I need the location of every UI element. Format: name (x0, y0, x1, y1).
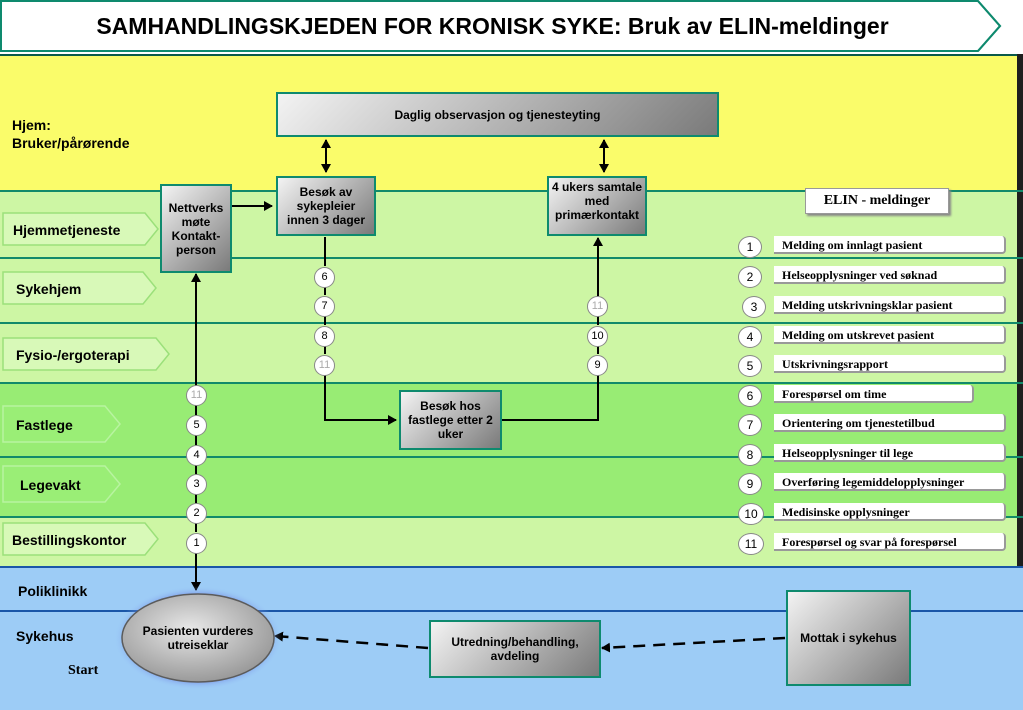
lane-label-home-service: Hjemmetjeneste (13, 222, 121, 238)
elin-message-number: 10 (738, 503, 764, 525)
elin-message-number: 4 (738, 326, 762, 348)
flow-number: 9 (587, 355, 608, 376)
patient-ellipse (121, 593, 275, 683)
flow-number: 7 (314, 296, 335, 317)
elin-message-number: 6 (738, 385, 762, 407)
flow-number: 5 (186, 415, 207, 436)
lane-label-emergency: Legevakt (20, 477, 81, 493)
lane-divider (0, 516, 1023, 518)
home-label-line1: Hjem: (12, 117, 51, 133)
elin-message-number: 5 (738, 355, 762, 377)
flow-number: 11 (587, 296, 608, 317)
followup-box: 4 ukers samtale med primærkontakt (547, 176, 647, 236)
elin-legend-title: ELIN - meldinger (805, 188, 949, 214)
daily-observation-box: Daglig observasjon og tjenesteyting (276, 92, 719, 137)
flow-number: 3 (186, 474, 207, 495)
elin-message-number: 1 (738, 236, 762, 258)
elin-message-number: 8 (738, 444, 762, 466)
lane-divider (0, 190, 1023, 192)
lane-divider (0, 382, 1023, 384)
right-border (1017, 54, 1023, 566)
lane-label-outpatient: Poliklinikk (18, 583, 88, 599)
lane-divider (0, 456, 1023, 458)
elin-message-label: Melding om utskrevet pasient (774, 326, 1006, 344)
lane-chevron (2, 271, 157, 305)
flow-connectors (191, 139, 609, 591)
gp-visit-box: Besøk hos fastlege etter 2 uker (399, 390, 502, 450)
flow-number: 6 (314, 267, 335, 288)
reception-box: Mottak i sykehus (786, 590, 911, 686)
flow-number: 2 (186, 503, 207, 524)
lane-label-physio: Fysio-/ergoterapi (16, 347, 130, 363)
elin-message-number: 3 (742, 296, 766, 318)
elin-message-label: Utskrivningsrapport (774, 355, 1006, 373)
elin-message-number: 7 (738, 414, 762, 436)
elin-message-label: Helseopplysninger ved søknad (774, 266, 1006, 284)
elin-message-number: 11 (738, 533, 764, 555)
lane-divider (0, 257, 1023, 259)
flow-number: 1 (186, 533, 207, 554)
elin-message-label: Forespørsel om time (774, 385, 974, 403)
lane-chevron (2, 522, 159, 556)
flow-number: 11 (314, 355, 335, 376)
lane-divider (0, 322, 1023, 324)
lane-chevron (2, 465, 121, 503)
elin-message-label: Melding om innlagt pasient (774, 236, 1006, 254)
home-label: Hjem: Bruker/pårørende (12, 116, 129, 152)
elin-message-label: Melding utskrivningsklar pasient (774, 296, 1006, 314)
elin-message-label: Medisinske opplysninger (774, 503, 1006, 521)
network-meeting-box: Nettverks møte Kontakt-person (160, 184, 232, 273)
patient-label: Pasienten vurderes utreiseklar (142, 624, 254, 652)
lane-chevron (2, 405, 121, 443)
lane-label-nursing-home: Sykehjem (16, 281, 82, 297)
lane-chevron (2, 212, 159, 246)
elin-message-label: Orientering om tjenestetilbud (774, 414, 1006, 432)
flow-number: 11 (186, 385, 207, 406)
lane-label-hospital: Sykehus (16, 628, 74, 644)
elin-message-label: Overføring legemiddelopplysninger (774, 473, 1006, 491)
elin-message-number: 2 (738, 266, 762, 288)
elin-message-label: Helseopplysninger til lege (774, 444, 1006, 462)
lane-label-gp: Fastlege (16, 417, 73, 433)
flow-number: 8 (314, 326, 335, 347)
elin-message-label: Forespørsel og svar på forespørsel (774, 533, 1006, 551)
lane-label-booking: Bestillingskontor (12, 532, 127, 548)
hospital-dashed-arrows (274, 631, 786, 653)
treatment-box: Utredning/behandling, avdeling (429, 620, 601, 678)
nurse-visit-box: Besøk av sykepleier innen 3 dager (276, 176, 376, 236)
lane-chevron (2, 337, 170, 371)
flow-number: 4 (186, 445, 207, 466)
page-title: SAMHANDLINGSKJEDEN FOR KRONISK SYKE: Bru… (96, 13, 889, 39)
start-label: Start (68, 663, 99, 678)
title-banner (0, 0, 1002, 52)
home-label-line2: Bruker/pårørende (12, 135, 130, 151)
flow-number: 10 (587, 326, 608, 347)
elin-message-number: 9 (738, 473, 762, 495)
lane-divider (0, 610, 1023, 612)
